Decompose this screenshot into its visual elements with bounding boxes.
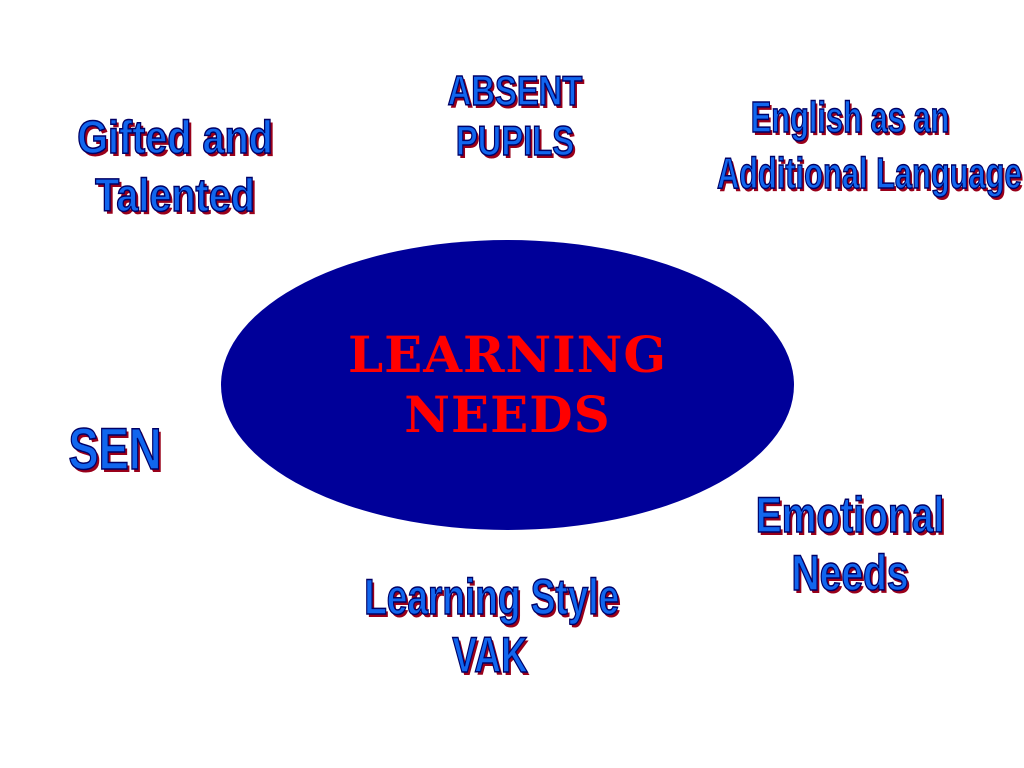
node-emotional-line-2: Needs xyxy=(791,544,909,602)
node-eal-line-2: Additional Language xyxy=(716,148,1022,199)
node-learning-style-vak: Learning Style VAK xyxy=(364,568,620,684)
center-ellipse: LEARNING NEEDS xyxy=(221,240,794,530)
node-emotional-line-1: Emotional xyxy=(755,486,945,544)
node-gifted-and-talented: Gifted and Talented xyxy=(50,108,299,224)
node-english-additional-language: English as an Additional Language xyxy=(716,90,1022,202)
node-gifted-line-1: Gifted and xyxy=(77,110,274,164)
node-absent-line-2: PUPILS xyxy=(455,116,575,165)
node-emotional-needs: Emotional Needs xyxy=(733,486,967,602)
center-label-line-1: LEARNING xyxy=(347,325,668,384)
node-eal-line-1: English as an xyxy=(750,92,950,143)
node-absent-pupils: ABSENT PUPILS xyxy=(421,66,608,166)
node-gifted-line-2: Talented xyxy=(94,168,255,222)
node-sen-line-1: SEN xyxy=(68,417,162,483)
center-label-line-2: NEEDS xyxy=(404,385,611,444)
node-learning-line-1: Learning Style xyxy=(364,568,620,626)
node-learning-line-2: VAK xyxy=(452,626,528,684)
node-sen: SEN xyxy=(57,417,174,483)
node-absent-line-1: ABSENT xyxy=(447,66,583,115)
